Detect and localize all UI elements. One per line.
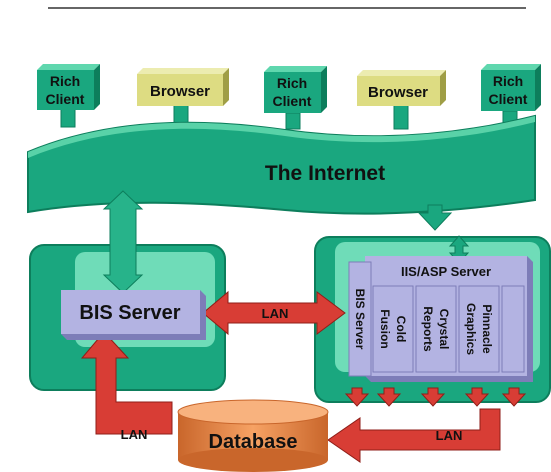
side-bis-server: BIS Server	[348, 261, 372, 377]
database-cylinder: Database	[177, 399, 329, 472]
client-rich-client-3: Rich Client	[481, 64, 541, 111]
client-4-line1: Browser	[368, 84, 428, 101]
client-rich-client-2: Rich Client	[264, 66, 327, 113]
side-bis-label: BIS Server	[353, 289, 367, 350]
module-crystal-reports-line2: Reports	[421, 306, 435, 352]
client-1-line2: Client	[46, 91, 85, 107]
lan-label-right: LAN	[436, 428, 463, 443]
module-pinnacle-graphics-line2: Graphics	[464, 303, 478, 355]
client-browser-2: Browser	[357, 70, 446, 106]
lan-paths	[80, 290, 501, 463]
module-pinnacle-graphics-line1: Pinnacle	[480, 304, 494, 354]
client-2-line1: Browser	[150, 83, 210, 100]
bis-server-label: BIS Server	[79, 302, 180, 324]
module-output-arrows	[344, 387, 527, 407]
database-label: Database	[209, 431, 298, 453]
internet-to-bis-arrow	[102, 190, 144, 294]
lan-label-left: LAN	[121, 427, 148, 442]
module-cold-fusion-line2: Fusion	[378, 309, 392, 348]
client-5-line2: Client	[489, 91, 528, 107]
client-3-line1: Rich	[277, 75, 307, 91]
client-3-line2: Client	[273, 93, 312, 109]
module-cold-fusion-line1: Cold	[394, 316, 408, 343]
internet-label: The Internet	[265, 162, 385, 185]
bis-server-box: BIS Server	[61, 290, 206, 340]
client-rich-client-1: Rich Client	[37, 64, 100, 110]
module-crystal-reports-line1: Crystal	[437, 309, 451, 350]
client-browser-1: Browser	[137, 68, 229, 106]
client-1-line1: Rich	[50, 73, 80, 89]
iis-server-label: IIS/ASP Server	[401, 264, 491, 279]
lan-label-middle: LAN	[262, 306, 289, 321]
internet-band: The Internet	[27, 114, 536, 215]
client-5-line1: Rich	[493, 73, 523, 89]
module-columns: Cold Fusion Crystal Reports Pinnacle Gra…	[372, 285, 525, 373]
